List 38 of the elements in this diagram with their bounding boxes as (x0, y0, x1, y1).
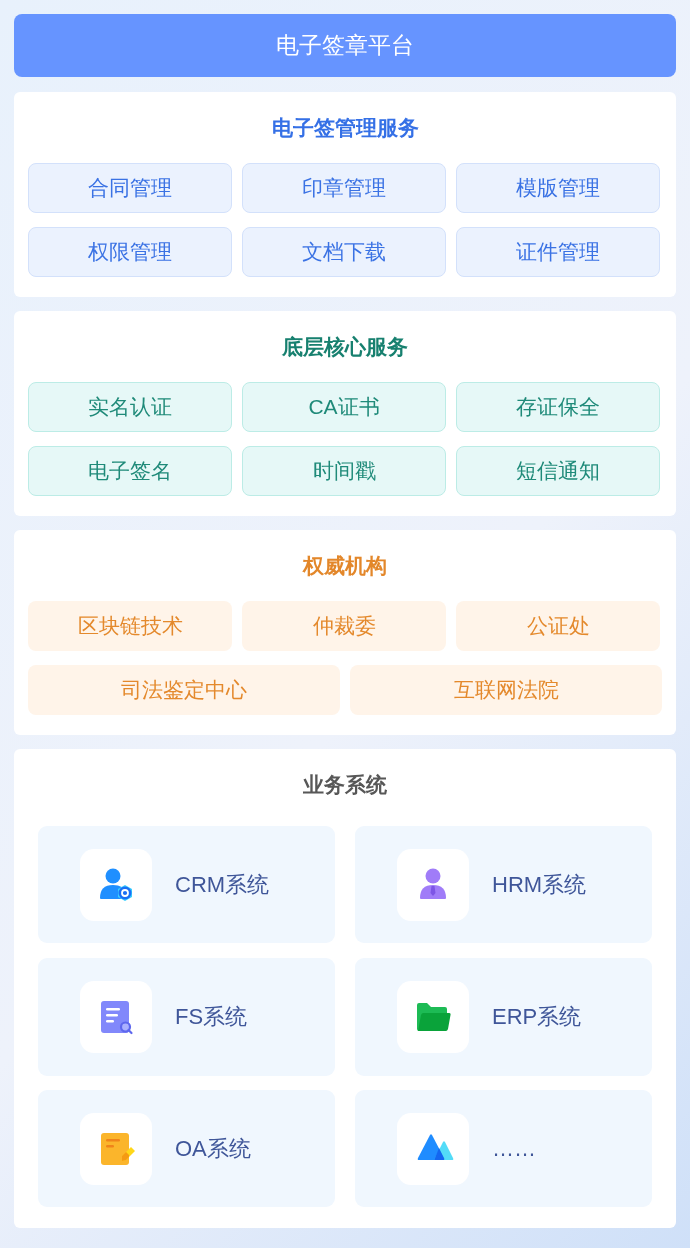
system-card (355, 1090, 652, 1207)
system-name: FS系统 (175, 1003, 248, 1031)
module-tile: 仲裁委 (242, 601, 446, 651)
system-name: HRM系统 (492, 871, 587, 899)
section-heading: 底层核心服务 (282, 334, 408, 360)
section-panel (14, 311, 676, 516)
module-tile: 存证保全 (456, 382, 660, 432)
module-tile: 实名认证 (28, 382, 232, 432)
section-panel (14, 92, 676, 297)
system-card (355, 958, 652, 1076)
module-tile: 模版管理 (456, 163, 660, 213)
system-card (38, 826, 335, 943)
title-banner: 电子签章平台 (14, 14, 676, 77)
section-panel (14, 530, 676, 735)
system-name: OA系统 (175, 1135, 251, 1163)
module-tile: 时间戳 (242, 446, 446, 496)
module-tile: 文档下载 (242, 227, 446, 277)
system-name: CRM系统 (175, 871, 270, 899)
module-tile: 印章管理 (242, 163, 446, 213)
system-name: …… (492, 1135, 536, 1163)
module-tile: 电子签名 (28, 446, 232, 496)
module-tile: 短信通知 (456, 446, 660, 496)
section-panel (14, 749, 676, 1228)
module-tile: 公证处 (456, 601, 660, 651)
module-tile: 权限管理 (28, 227, 232, 277)
section-heading: 业务系统 (303, 772, 387, 798)
section-heading: 权威机构 (303, 553, 387, 579)
system-card (38, 1090, 335, 1207)
section-heading: 电子签管理服务 (271, 115, 419, 141)
module-tile: 区块链技术 (28, 601, 232, 651)
module-tile: CA证书 (242, 382, 446, 432)
module-tile: 合同管理 (28, 163, 232, 213)
module-tile: 证件管理 (456, 227, 660, 277)
module-tile: 互联网法院 (350, 665, 662, 715)
system-card (355, 826, 652, 943)
system-name: ERP系统 (492, 1003, 582, 1031)
module-tile: 司法鉴定中心 (28, 665, 340, 715)
system-card (38, 958, 335, 1076)
